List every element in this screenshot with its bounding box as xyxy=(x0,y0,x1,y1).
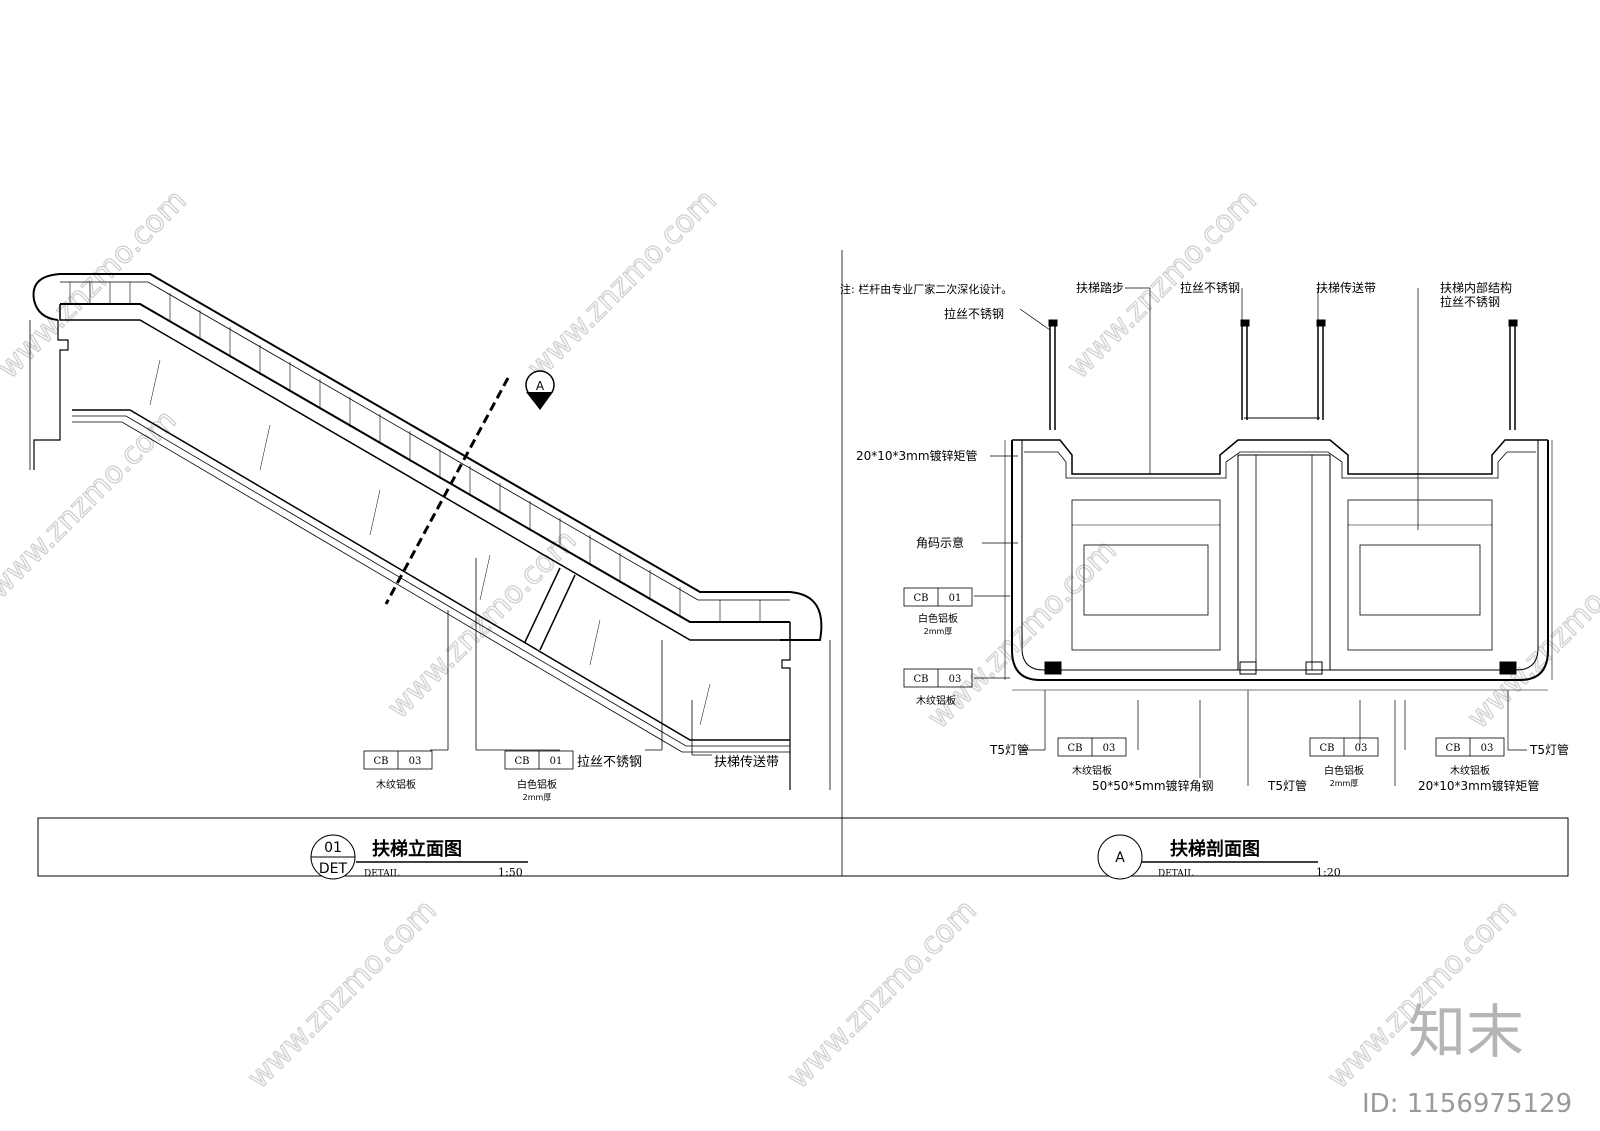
section-marker-label: A xyxy=(536,379,545,393)
bottom-callout-1: CB 03 木纹铝板 xyxy=(1057,737,1127,777)
bottom-callout-3: CB 03 木纹铝板 xyxy=(1435,737,1505,777)
callout-num: 03 xyxy=(1103,743,1116,754)
watermark: www.znzmo.com xyxy=(0,183,194,386)
callout-caption: 白色铝板 xyxy=(517,778,557,791)
bottom-label-t5-mid: T5灯管 xyxy=(1267,778,1307,793)
right-title: 扶梯剖面图 xyxy=(1170,838,1260,860)
escalator-elevation xyxy=(29,273,831,790)
brand-id: ID: 1156975129 xyxy=(1362,1089,1572,1119)
section-callout-cb03: CB 03 木纹铝板 xyxy=(903,668,973,707)
bottom-label-angle: 50*50*5mm镀锌角钢 xyxy=(1092,779,1214,793)
brand-logo: 知末 xyxy=(1408,998,1524,1066)
right-title-block: A 扶梯剖面图 DETAIL 1:20 xyxy=(1097,834,1341,880)
left-callout-cb03: CB 03 木纹铝板 xyxy=(363,750,433,791)
top-label-steel: 拉丝不锈钢 xyxy=(1180,280,1240,295)
watermark: www.znzmo.com xyxy=(521,183,724,386)
callout-num: 03 xyxy=(409,756,422,767)
bottom-label-tube: 20*10*3mm镀锌矩管 xyxy=(1418,778,1540,793)
section-note: 注: 栏杆由专业厂家二次深化设计。 xyxy=(840,282,1012,296)
callout-code: CB xyxy=(914,593,929,604)
top-label-structure: 扶梯内部结构 xyxy=(1440,280,1512,295)
badge-top: 01 xyxy=(324,840,342,856)
callout-code: CB xyxy=(914,674,929,685)
right-scale: 1:20 xyxy=(1316,866,1341,879)
escalator-section xyxy=(974,287,1553,786)
watermark: www.znzmo.com xyxy=(1461,533,1600,736)
callout-code: CB xyxy=(1446,743,1461,754)
callout-num: 03 xyxy=(1481,743,1494,754)
title-frame xyxy=(37,250,1569,877)
badge: A xyxy=(1115,850,1125,866)
left-label-steel: 拉丝不锈钢 xyxy=(944,306,1004,321)
callout-num: 03 xyxy=(1355,743,1368,754)
top-label-structure-sub: 拉丝不锈钢 xyxy=(1440,294,1500,309)
callout-sub: 2mm厚 xyxy=(924,627,953,636)
bottom-callout-2: CB 03 白色铝板 2mm厚 xyxy=(1309,737,1379,788)
section-callout-cb01: CB 01 白色铝板 2mm厚 xyxy=(903,587,973,636)
callout-caption: 木纹铝板 xyxy=(916,694,956,707)
callout-code: CB xyxy=(374,756,389,767)
top-label-belt: 扶梯传送带 xyxy=(1316,280,1376,295)
right-detail: DETAIL xyxy=(1158,869,1193,879)
callout-code: CB xyxy=(1068,743,1083,754)
callout-code: CB xyxy=(1320,743,1335,754)
callout-num: 01 xyxy=(550,756,563,767)
left-label-tube: 20*10*3mm镀锌矩管 xyxy=(856,448,978,463)
watermark: www.znzmo.com xyxy=(781,893,984,1096)
callout-caption: 白色铝板 xyxy=(918,612,958,625)
callout-num: 03 xyxy=(949,674,962,685)
label-steel: 拉丝不锈钢 xyxy=(577,755,642,770)
callout-caption: 木纹铝板 xyxy=(1072,764,1112,777)
callout-num: 01 xyxy=(949,593,962,604)
left-title: 扶梯立面图 xyxy=(372,838,462,860)
watermark: www.znzmo.com xyxy=(381,523,584,726)
section-marker-a[interactable]: A xyxy=(525,370,555,410)
callout-sub: 2mm厚 xyxy=(1330,779,1359,788)
label-belt: 扶梯传送带 xyxy=(714,755,779,770)
callout-caption: 白色铝板 xyxy=(1324,764,1364,777)
callout-caption: 木纹铝板 xyxy=(1450,764,1490,777)
badge-bottom: DET xyxy=(319,861,348,877)
left-title-block: 01 DET 扶梯立面图 DETAIL 1:50 xyxy=(310,834,528,880)
callout-code: CB xyxy=(515,756,530,767)
watermark: www.znzmo.com xyxy=(241,893,444,1096)
callout-caption: 木纹铝板 xyxy=(376,778,416,791)
callout-sub: 2mm厚 xyxy=(523,793,552,802)
bottom-label-t5-left: T5灯管 xyxy=(989,742,1029,757)
left-label-bracket: 角码示意 xyxy=(916,535,964,550)
bottom-label-t5-right: T5灯管 xyxy=(1529,742,1569,757)
left-scale: 1:50 xyxy=(498,866,523,879)
left-callout-cb01: CB 01 白色铝板 2mm厚 xyxy=(504,750,574,802)
top-label-step: 扶梯踏步 xyxy=(1076,280,1124,295)
left-detail: DETAIL xyxy=(364,869,399,879)
